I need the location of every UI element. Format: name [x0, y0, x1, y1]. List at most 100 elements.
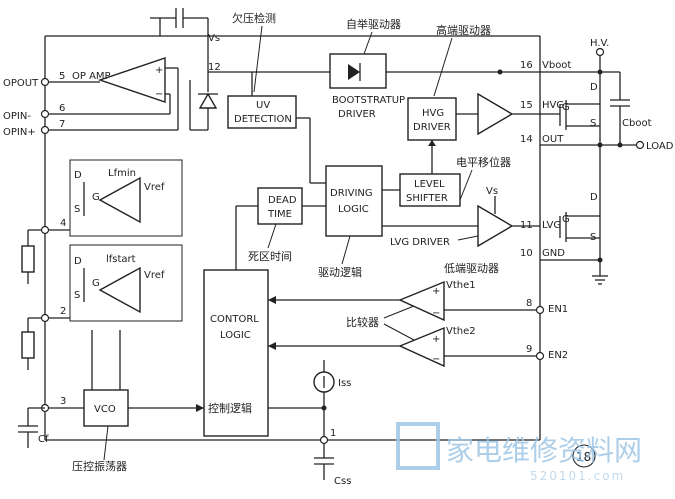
- hs-drain: D: [590, 82, 598, 93]
- dead-time-line2: TIME: [267, 209, 292, 220]
- pin-11: 11: [520, 220, 533, 231]
- lfmin-g: G: [92, 192, 100, 203]
- iss-label: Iss: [338, 378, 351, 389]
- level-shifter-line1: LEVEL: [414, 179, 445, 190]
- vco-annotation: 压控振荡器: [72, 459, 127, 473]
- resistor-pin2: [21, 331, 35, 359]
- opin-minus-label: OPIN-: [3, 111, 31, 122]
- watermark-logo: [396, 422, 440, 470]
- bootstrap-driver-line1: BOOTSTRATUP: [332, 95, 405, 106]
- control-logic-line2: LOGIC: [220, 330, 251, 341]
- uv-detection-block: [227, 95, 297, 129]
- driving-logic-line1: DRIVING: [330, 188, 373, 199]
- lfstart-d: D: [74, 256, 82, 267]
- driving-logic-line2: LOGIC: [338, 204, 369, 215]
- lfstart-s: S: [74, 290, 80, 301]
- low-side-mosfet: D G S: [559, 192, 600, 243]
- uv-detection-line2: DETECTION: [234, 114, 292, 125]
- op-amp-label: OP AMP: [72, 71, 111, 82]
- level-shifter-block: [399, 173, 461, 207]
- bootstrap-annotation: 自举驱动器: [346, 17, 401, 31]
- comparator-annotation: 比较器: [346, 315, 379, 329]
- pin-10: 10: [520, 248, 533, 259]
- pin-9: 9: [526, 344, 532, 355]
- en1-label: EN1: [548, 304, 568, 315]
- ls-gate: G: [562, 214, 570, 225]
- ls-drain: D: [590, 192, 598, 203]
- driving-logic-block: [325, 165, 383, 237]
- high-side-annotation: 高端驱动器: [436, 23, 491, 37]
- opamp-minus: −: [155, 89, 163, 100]
- iss-current-source: [313, 360, 335, 440]
- pin-14: 14: [520, 134, 533, 145]
- cmp2-minus: −: [432, 354, 440, 365]
- lfstart-stage: [69, 244, 183, 322]
- level-shifter-line2: SHIFTER: [406, 193, 448, 204]
- pin-7: 7: [59, 119, 65, 130]
- lfmin-label: Lfmin: [108, 168, 136, 179]
- pin-dots-left: [40, 77, 50, 135]
- bootstrap-diode-icon: [348, 64, 360, 80]
- opout-label: OPOUT: [3, 78, 39, 89]
- pin-16: 16: [520, 60, 533, 71]
- hvg-driver-line1: HVG: [422, 108, 444, 119]
- hs-gate: G: [562, 102, 570, 113]
- vs-low-label: Vs: [486, 186, 498, 197]
- control-logic-block: [203, 269, 269, 437]
- pin-12: 12: [208, 62, 221, 73]
- hvg-driver-block: [407, 97, 457, 141]
- pin-5: 5: [59, 71, 65, 82]
- op-amp: + −: [97, 57, 166, 103]
- lfstart-comparator: [98, 266, 141, 314]
- dead-time-line1: DEAD: [268, 195, 297, 206]
- control-logic-annotation: 控制逻辑: [208, 401, 252, 415]
- comparator-en2: [398, 326, 445, 368]
- vthe1-label: Vthe1: [446, 280, 476, 291]
- lfstart-label: lfstart: [106, 254, 136, 265]
- low-side-annotation: 低端驱动器: [444, 262, 499, 275]
- cf-capacitor: [18, 407, 45, 448]
- hs-source: S: [590, 118, 596, 129]
- vs-top-label: Vs: [208, 33, 220, 44]
- right-pins: 16 Vboot 15 HVG 14 OUT 11 LVG 10 GND 8 E…: [520, 60, 571, 361]
- cf-label: Cf: [38, 434, 49, 445]
- lfmin-comparator: [98, 176, 141, 224]
- watermark-url: 520101.com: [530, 469, 625, 483]
- bootstrap-driver-line2: DRIVER: [338, 109, 376, 120]
- pin-8: 8: [526, 298, 532, 309]
- pin-15: 15: [520, 100, 533, 111]
- css-capacitor: [314, 440, 334, 480]
- zener-diode: [189, 36, 218, 131]
- pin-3: 3: [60, 396, 66, 407]
- vboot-label: Vboot: [542, 60, 571, 71]
- cmp1-minus: −: [432, 308, 440, 319]
- uv-detection-line1: UV: [256, 100, 270, 111]
- opin-plus-label: OPIN+: [3, 127, 36, 138]
- pin-4: 4: [60, 218, 66, 229]
- page-number: 18: [576, 450, 591, 464]
- page-number-badge: 18: [572, 444, 596, 468]
- vref2-label: Vref: [144, 270, 165, 281]
- control-logic-line1: CONTORL: [210, 314, 259, 325]
- lvg-driver-label: LVG DRIVER: [390, 237, 450, 248]
- lfmin-d: D: [74, 170, 82, 181]
- ground-symbol-right: [592, 275, 608, 285]
- watermark-text: 家电维修资料网: [446, 434, 642, 467]
- en2-label: EN2: [548, 350, 568, 361]
- vco-block: [83, 389, 129, 427]
- lvg-label: LVG: [542, 220, 561, 231]
- hv-label: H.V.: [590, 38, 609, 49]
- cmp1-plus: +: [432, 286, 440, 297]
- high-side-mosfet: D G S: [540, 82, 600, 130]
- cboot-capacitor: [600, 71, 630, 145]
- pin-6: 6: [59, 103, 65, 114]
- drive-logic-annotation: 驱动逻辑: [318, 265, 362, 279]
- dead-time-block: [257, 187, 303, 225]
- vthe2-label: Vthe2: [446, 326, 476, 337]
- pin-2: 2: [60, 306, 66, 317]
- comparator-en1: [398, 280, 445, 322]
- load-label: LOAD: [646, 141, 674, 152]
- junction-dots: [497, 69, 623, 263]
- lfmin-s: S: [74, 204, 80, 215]
- lfstart-g: G: [92, 278, 100, 289]
